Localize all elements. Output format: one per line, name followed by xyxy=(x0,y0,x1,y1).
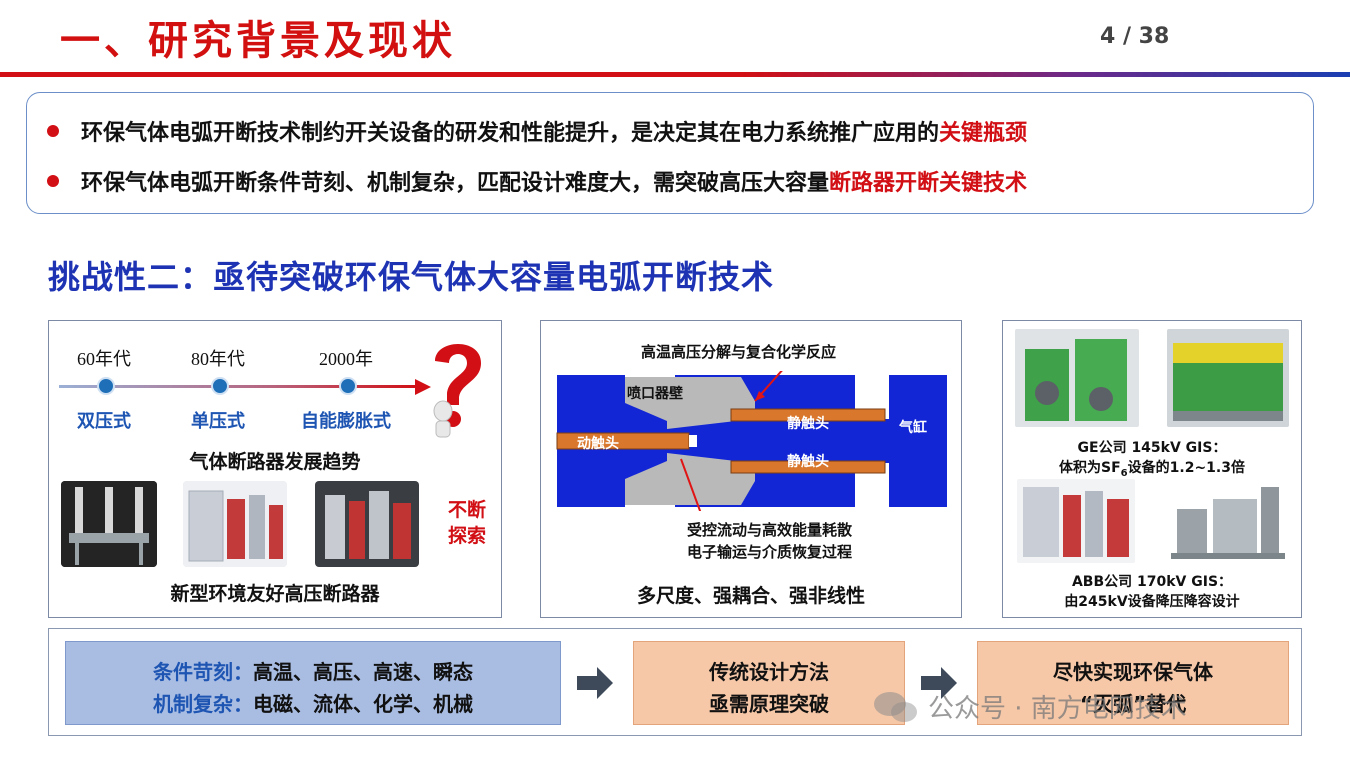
timeline-type: 自能膨胀式 xyxy=(301,411,391,432)
wechat-icon xyxy=(874,692,917,722)
mechanism-value: 电磁、流体、化学、机械 xyxy=(253,692,473,716)
timeline-type: 单压式 xyxy=(191,411,245,432)
gis-image-icon xyxy=(1015,329,1139,427)
abb-gis-line-2: 由245kV设备降压降容设计 xyxy=(1064,594,1240,610)
challenge-title: 挑战性二：亟待突破环保气体大容量电弧开断技术 xyxy=(48,258,775,296)
decomposition-label: 高温高压分解与复合化学反应 xyxy=(641,343,837,361)
page-number: 4 / 38 xyxy=(1100,24,1170,49)
bullet-2-highlight: 断路器开断关键技术 xyxy=(829,171,1028,196)
timeline-node xyxy=(339,377,357,395)
gis-image-icon xyxy=(1167,329,1289,427)
arrow-right-icon xyxy=(577,667,613,699)
title-divider xyxy=(0,72,1350,77)
breaker-caption: 新型环境友好高压断路器 xyxy=(170,583,380,605)
breaker-trend-panel: 60年代 双压式 80年代 单压式 2000年 自能膨胀式 气体断路器发展趋势 xyxy=(48,320,502,618)
breaker-image-icon xyxy=(315,481,419,567)
abb-gis-line-1: ABB公司 170kV GIS： xyxy=(1071,574,1233,590)
gis-image-icon xyxy=(1167,479,1289,563)
multiscale-caption: 多尺度、强耦合、强非线性 xyxy=(636,585,865,607)
timeline-arrow-icon xyxy=(415,379,431,395)
explore-label: 不断 探索 xyxy=(437,497,497,549)
breaker-image-icon xyxy=(183,481,287,567)
intro-box: 环保气体电弧开断技术制约开关设备的研发和性能提升，是决定其在电力系统推广应用的关… xyxy=(26,92,1314,214)
ge-gis-line-1-text: GE公司 145kV GIS： xyxy=(1077,440,1227,456)
ge-gis-line-2-suffix: 设备的1.2~1.3倍 xyxy=(1127,460,1245,476)
static-contact-top-label: 静触头 xyxy=(787,416,829,432)
ge-gis-photo-2 xyxy=(1167,329,1289,427)
design-method-line-1: 传统设计方法 xyxy=(709,660,829,684)
bullet-dot-icon xyxy=(47,175,59,187)
abb-gis-photo-1 xyxy=(1017,479,1135,563)
nozzle-label: 喷口器壁 xyxy=(627,386,683,402)
design-method-box: 传统设计方法 亟需原理突破 xyxy=(633,641,905,725)
design-method-line-2: 亟需原理突破 xyxy=(709,692,829,716)
conditions-line: 条件苛刻：高温、高压、高速、瞬态 xyxy=(66,656,560,685)
timeline-year: 60年代 xyxy=(77,349,131,369)
recovery-process-label: 电子输运与介质恢复过程 xyxy=(687,543,853,561)
arc-interruption-panel: 高温高压分解与复合化学反应 喷口器壁 动触头 静触头 静触头 气缸 受控流动与高… xyxy=(540,320,962,618)
explore-label-line: 不断 xyxy=(447,499,486,521)
conditions-value: 高温、高压、高速、瞬态 xyxy=(253,660,473,684)
ge-gis-line-1: GE公司 145kV GIS： xyxy=(1003,437,1301,457)
breaker-photo-3 xyxy=(315,481,419,567)
mechanism-key: 机制复杂： xyxy=(153,692,253,716)
bullet-1-highlight: 关键瓶颈 xyxy=(939,121,1028,146)
trend-caption: 气体断路器发展趋势 xyxy=(189,451,361,473)
watermark-text: 公众号 · 南方电网技术 xyxy=(928,694,1187,724)
intro-bullet-1: 环保气体电弧开断技术制约开关设备的研发和性能提升，是决定其在电力系统推广应用的关… xyxy=(47,115,1027,147)
static-contact-bottom-label: 静触头 xyxy=(787,454,829,470)
ge-gis-photo-1 xyxy=(1015,329,1139,427)
industry-gis-panel: GE公司 145kV GIS： 体积为SF6设备的1.2~1.3倍 ABB公司 … xyxy=(1002,320,1302,618)
timeline-node xyxy=(97,377,115,395)
flow-process-label: 受控流动与高效能量耗散 xyxy=(687,521,853,539)
moving-contact-label: 动触头 xyxy=(577,436,619,452)
breaker-image-icon xyxy=(61,481,157,567)
timeline-line xyxy=(59,385,419,388)
timeline-type: 双压式 xyxy=(77,411,131,432)
sf6-subscript: 6 xyxy=(1120,467,1128,479)
question-mark-icon xyxy=(433,344,481,438)
timeline-year: 80年代 xyxy=(191,349,245,369)
ge-gis-line-2-prefix: 体积为SF xyxy=(1059,460,1121,476)
bullet-2-text: 环保气体电弧开断条件苛刻、机制复杂，匹配设计难度大，需突破高压大容量 xyxy=(81,171,830,196)
bullet-1-text: 环保气体电弧开断技术制约开关设备的研发和性能提升，是决定其在电力系统推广应用的 xyxy=(81,121,940,146)
mechanism-line: 机制复杂：电磁、流体、化学、机械 xyxy=(66,688,560,717)
breaker-photo-2 xyxy=(183,481,287,567)
goal-line-1: 尽快实现环保气体 xyxy=(1053,660,1213,684)
goal-box: 尽快实现环保气体 “灭弧”替代 xyxy=(977,641,1289,725)
arrow-right-icon xyxy=(921,667,957,699)
ge-gis-line-2: 体积为SF6设备的1.2~1.3倍 xyxy=(1003,457,1301,479)
interrupter-diagram xyxy=(555,371,949,511)
page-title: 一、研究背景及现状 xyxy=(60,18,456,64)
conditions-key: 条件苛刻： xyxy=(153,660,253,684)
cylinder-label: 气缸 xyxy=(899,420,927,436)
intro-bullet-2: 环保气体电弧开断条件苛刻、机制复杂，匹配设计难度大，需突破高压大容量断路器开断关… xyxy=(47,165,1027,197)
bullet-dot-icon xyxy=(47,125,59,137)
summary-box: 条件苛刻：高温、高压、高速、瞬态 机制复杂：电磁、流体、化学、机械 传统设计方法… xyxy=(48,628,1302,736)
explore-label-line: 探索 xyxy=(447,525,486,547)
gis-image-icon xyxy=(1017,479,1135,563)
timeline-year: 2000年 xyxy=(319,349,373,369)
conditions-box: 条件苛刻：高温、高压、高速、瞬态 机制复杂：电磁、流体、化学、机械 xyxy=(65,641,561,725)
breaker-photo-1 xyxy=(61,481,157,567)
timeline-node xyxy=(211,377,229,395)
goal-line-2: “灭弧”替代 xyxy=(1079,692,1187,716)
abb-gis-photo-2 xyxy=(1167,479,1289,563)
